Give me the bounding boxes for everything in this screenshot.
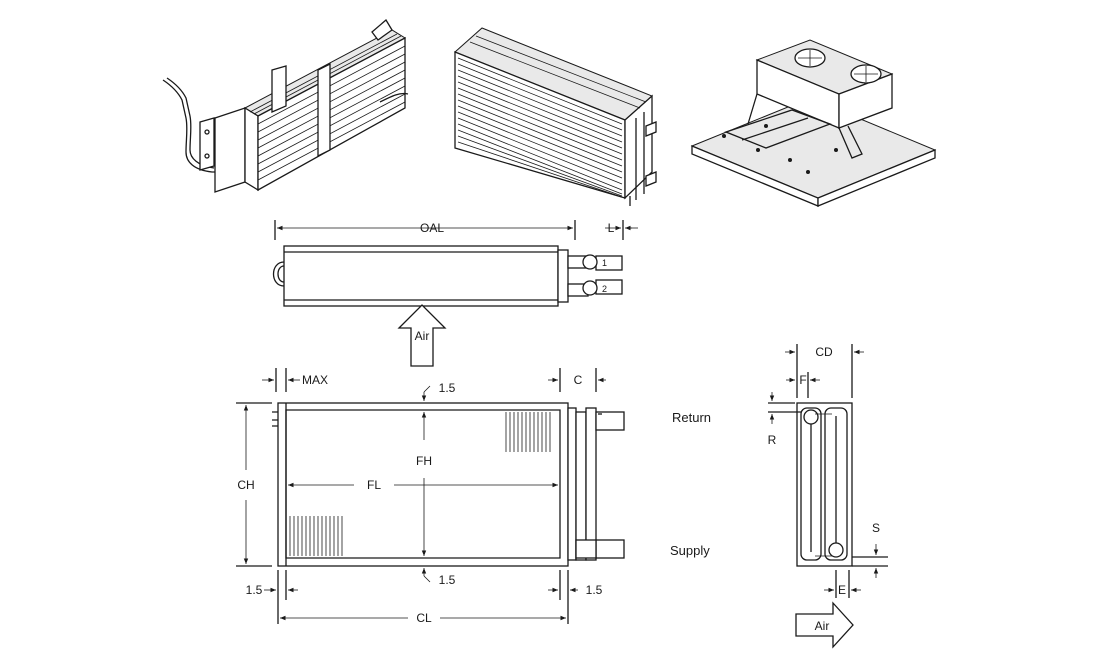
f-label: F bbox=[799, 373, 806, 387]
l-label: L bbox=[608, 221, 615, 235]
cd-label: CD bbox=[815, 345, 833, 359]
oal-label: OAL bbox=[420, 221, 444, 235]
ch-label: CH bbox=[237, 478, 254, 492]
cl-label: CL bbox=[416, 611, 432, 625]
return-label: Return bbox=[672, 410, 711, 425]
e-label: E bbox=[838, 583, 846, 597]
air-side-label: Air bbox=[815, 619, 830, 633]
left-1-5-label: 1.5 bbox=[246, 583, 263, 597]
isometric-condensing-unit bbox=[690, 39, 937, 207]
side-view: CD F R S E Return Supply Air bbox=[670, 344, 888, 649]
right-1-5-label: 1.5 bbox=[586, 583, 603, 597]
c-label: C bbox=[574, 373, 583, 387]
top-1-5-label: 1.5 bbox=[439, 381, 456, 395]
fl-label: FL bbox=[367, 478, 381, 492]
isometric-finned-coil bbox=[454, 27, 657, 206]
max-label: MAX bbox=[302, 373, 328, 387]
r-label: R bbox=[768, 433, 777, 447]
isometric-tube-coil bbox=[162, 19, 409, 193]
supply-label: Supply bbox=[670, 543, 710, 558]
fh-label: FH bbox=[416, 454, 432, 468]
air-top-label: Air bbox=[415, 329, 430, 343]
port-2-label: 2 bbox=[602, 284, 607, 294]
top-view: OAL L 1 2 Air bbox=[272, 220, 638, 367]
bottom-1-5-label: 1.5 bbox=[439, 573, 456, 587]
port-1-label: 1 bbox=[602, 258, 607, 268]
s-label: S bbox=[872, 521, 880, 535]
front-view: MAX C 1.5 FH bbox=[236, 368, 625, 625]
